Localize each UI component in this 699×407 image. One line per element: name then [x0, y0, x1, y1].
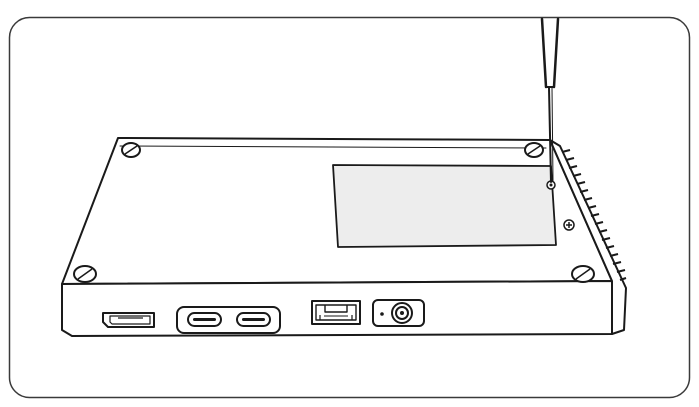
cover-inner-rim	[119, 145, 547, 149]
dc-power-port	[372, 299, 425, 327]
rubber-feet	[73, 142, 595, 283]
panel-screw-top	[546, 180, 556, 190]
ethernet-port	[311, 300, 361, 325]
access-panel	[332, 164, 557, 248]
port-row	[102, 299, 425, 334]
panel-screw-bottom	[563, 219, 575, 231]
foot-top-left	[121, 142, 141, 158]
usb-c-bay	[176, 306, 281, 334]
right-face	[549, 139, 627, 335]
screwdriver-icon	[540, 17, 560, 183]
vent-fins	[561, 149, 627, 281]
usb-c-port-2	[236, 312, 271, 327]
foot-bottom-left	[73, 265, 97, 283]
displayport-port	[102, 312, 155, 328]
foot-top-right	[524, 142, 544, 158]
foot-bottom-right	[571, 265, 595, 283]
usb-c-port-1	[187, 312, 222, 327]
